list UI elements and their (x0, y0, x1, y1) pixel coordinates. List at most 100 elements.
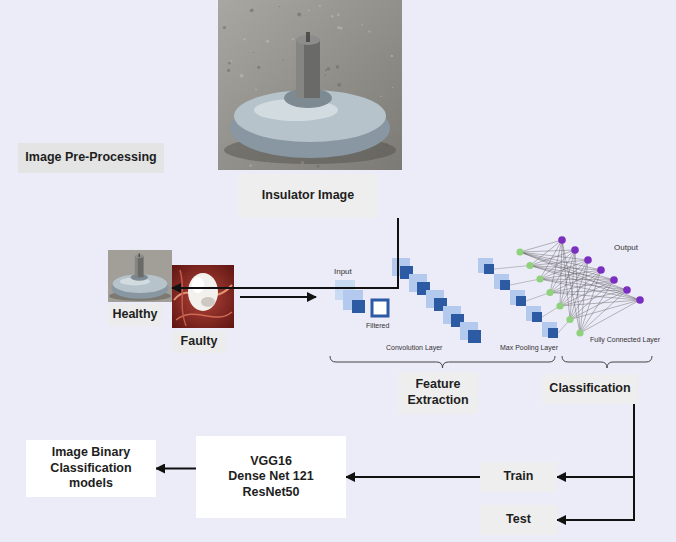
fc-link (580, 290, 627, 333)
layer-label: Filtered (366, 322, 389, 329)
stage-label-box: Feature Extraction (398, 372, 478, 414)
pool-map (542, 322, 557, 337)
floor-speck (319, 5, 321, 7)
layer-label: Input (334, 268, 352, 276)
pool-kernel (548, 328, 558, 338)
fc-link (530, 260, 588, 266)
fc-neuron (536, 275, 543, 282)
stage-label-box: Classification (542, 374, 638, 404)
pool-link (510, 279, 540, 285)
fc-link (540, 260, 588, 279)
floor-speck (250, 8, 254, 12)
floor-speck (337, 13, 340, 16)
fc-link (570, 290, 627, 320)
floor-speck (255, 89, 257, 91)
floor-speck (279, 6, 280, 7)
fc-link (540, 240, 562, 279)
pool-map (478, 258, 493, 273)
flow-connector (557, 404, 634, 520)
cap-highlight (192, 277, 204, 293)
flow-arrow (240, 296, 316, 298)
floor-speck (331, 15, 333, 17)
output-box: Image Binary Classification models (26, 440, 156, 497)
fc-link (560, 300, 640, 306)
layer-label: Convolution Layer (386, 344, 442, 351)
floor-speck (250, 164, 252, 166)
flow-connector (557, 404, 634, 477)
fc-link (575, 250, 580, 333)
floor-speck (368, 31, 370, 33)
layer-label: Max Pooling Layer (500, 344, 558, 351)
floor-speck (227, 69, 230, 72)
photo-node: Insulator Image (218, 0, 402, 218)
fc-neuron (566, 316, 573, 323)
floor-speck (327, 67, 330, 70)
fc-link (530, 266, 640, 301)
pool-map (526, 306, 541, 321)
fc-link (530, 266, 627, 291)
floor-speck (362, 24, 364, 26)
floor-speck (253, 52, 254, 53)
pool-kernel (516, 296, 526, 306)
insulator-figure (109, 253, 171, 301)
flow-connector (346, 476, 480, 478)
process-box: Train (480, 462, 557, 492)
input-kernel (352, 300, 365, 313)
floor-speck (292, 38, 294, 40)
flow-connector (156, 468, 196, 470)
layer-label: Fully Connected Layer (590, 336, 660, 343)
fc-neuron (546, 289, 553, 296)
output-neuron (597, 266, 605, 274)
floor-speck (223, 26, 226, 29)
floor-speck (257, 66, 260, 69)
node-text: Healthy (108, 304, 162, 326)
fc-link (560, 240, 562, 306)
fc-link (570, 260, 588, 320)
pool-link (494, 266, 530, 270)
floor-speck (337, 26, 340, 29)
fc-link (540, 270, 601, 279)
floor-speck (391, 55, 393, 57)
bracket (330, 356, 555, 368)
floor-speck (250, 8, 251, 9)
fc-link (550, 270, 601, 293)
fc-link (562, 240, 580, 333)
floor-speck (325, 69, 327, 71)
pool-kernel (484, 264, 494, 274)
layer-label: Output (614, 244, 638, 252)
floor-speck (231, 60, 233, 62)
node-text: Train (504, 469, 534, 485)
fc-link (520, 240, 562, 252)
output-neuron (623, 286, 631, 294)
node-text: VGG16 (250, 454, 292, 470)
fc-link (550, 250, 575, 293)
flow-connector (172, 218, 398, 288)
pool-map (510, 290, 525, 305)
bracket (562, 356, 652, 368)
node-text: ResNet50 (243, 485, 300, 501)
floor-speck (283, 59, 284, 60)
floor-speck (243, 38, 245, 40)
output-neuron (571, 246, 579, 254)
photo-node: Healthy (106, 250, 172, 326)
pool-map (494, 274, 509, 289)
cap-highlight (296, 40, 304, 98)
fc-neuron (556, 302, 563, 309)
output-neuron (558, 236, 566, 244)
node-text: Dense Net 121 (228, 469, 313, 485)
floor-speck (337, 83, 341, 87)
fc-neuron (576, 329, 583, 336)
floor-speck (297, 13, 301, 17)
metal-cap (296, 40, 320, 98)
metal-cap (135, 256, 144, 277)
floor-speck (380, 96, 381, 97)
floor-speck (308, 10, 310, 12)
floor-speck (392, 87, 393, 88)
node-text: Feature Extraction (404, 377, 472, 408)
fc-link (570, 300, 640, 320)
floor-speck (336, 65, 339, 68)
process-box: Test (480, 505, 557, 535)
node-text: Image Pre-Processing (25, 150, 156, 166)
cap-slot (139, 253, 140, 257)
